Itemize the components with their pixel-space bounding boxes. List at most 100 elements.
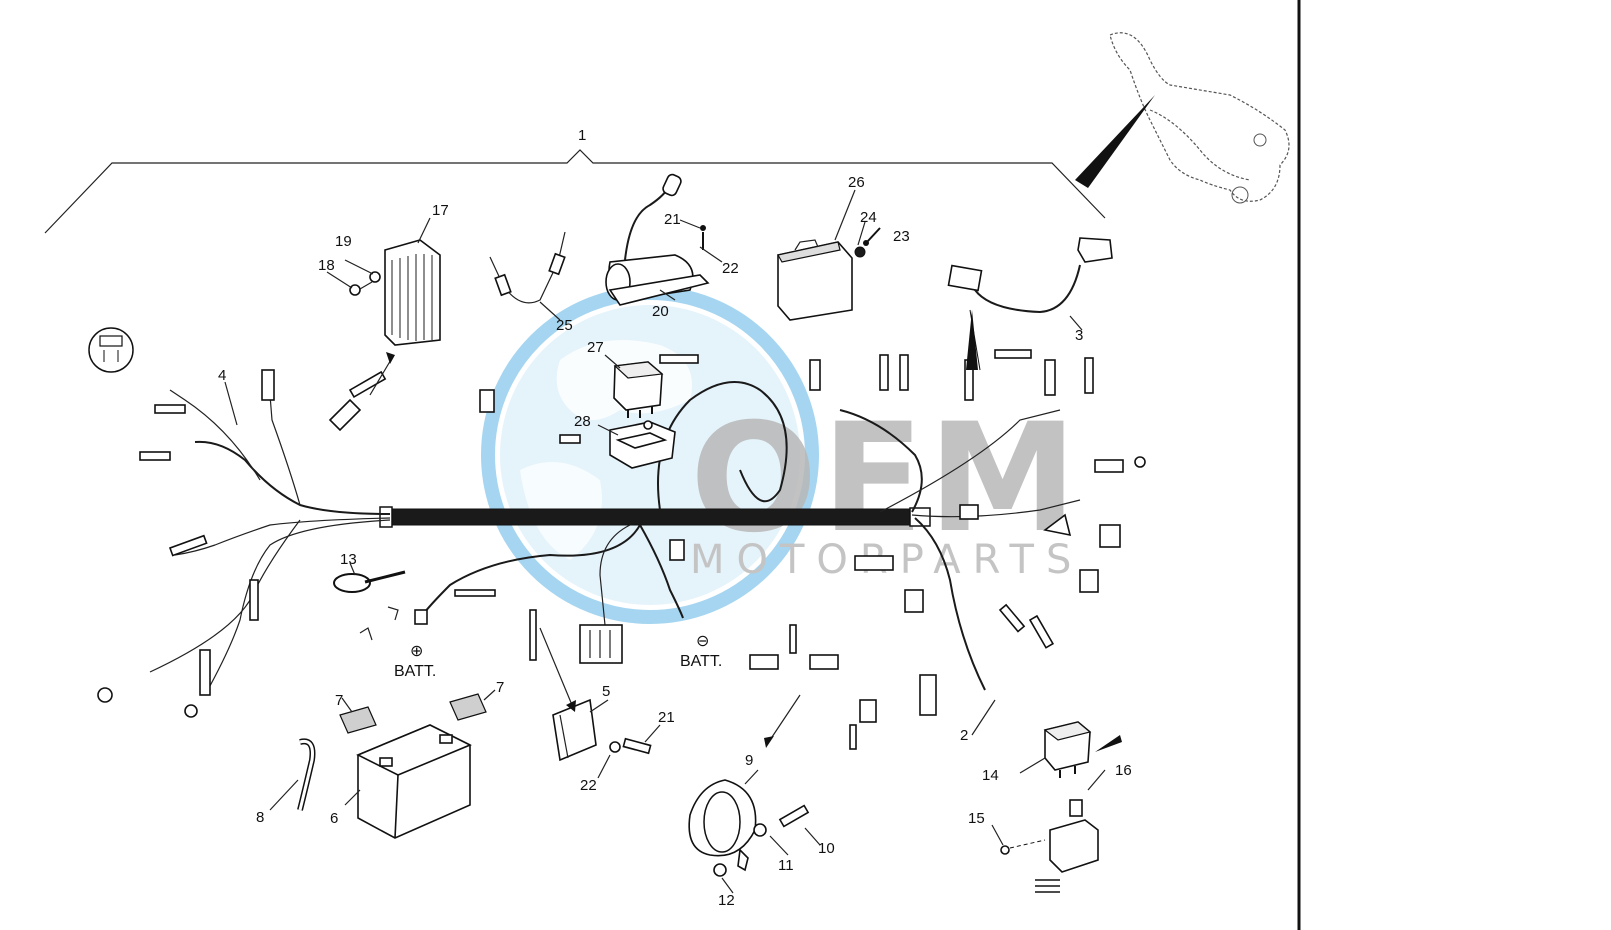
cable-tie-part [333,562,406,593]
branch-battery-neg [639,524,684,619]
horn-part [688,694,821,894]
callout-1: 1 [578,127,586,144]
callout-7a: 7 [335,692,343,709]
connector [959,504,979,520]
callouts: 1 2 3 4 5 6 7 7 8 9 10 11 12 13 14 15 16… [218,127,1132,909]
callout-16: 16 [1115,762,1132,779]
main-harness [149,369,1081,696]
connector [899,354,909,391]
terminal-ring [1134,456,1146,468]
callout-6: 6 [330,810,338,827]
battery-positive-label: BATT. [394,663,436,680]
callout-17: 17 [432,202,449,219]
connector [154,404,186,414]
connector [199,649,211,696]
callout-22b: 22 [580,777,597,794]
callout-20: 20 [652,303,669,320]
connector [904,589,924,613]
terminal-ring [97,687,113,703]
relay-14-part [1019,721,1122,778]
multi-connector [579,624,623,664]
cdi-unit-part [777,189,881,321]
bracket-line [44,149,1106,234]
regulator-part [326,217,441,396]
connector [1079,569,1099,593]
connector [249,579,259,621]
connector [994,349,1032,359]
branch-left-2 [174,517,391,556]
callout-3: 3 [1075,327,1083,344]
branch-left-5 [267,369,301,506]
callout-8: 8 [256,809,264,826]
branch-right-down [914,517,986,691]
battery-pad-right [449,689,496,721]
connector [849,724,857,750]
callout-18: 18 [318,257,335,274]
breather-tube-part [269,738,316,811]
harness-trunk [389,508,916,526]
connector [529,609,537,661]
relay-28-part [597,420,676,469]
connector [454,589,496,597]
callout-5: 5 [602,683,610,700]
callout-27: 27 [587,339,604,356]
callout-21a: 21 [664,211,681,228]
callout-13: 13 [340,551,357,568]
branch-right-up [839,409,923,513]
connector [659,354,699,364]
ignition-coil-part [605,173,723,306]
connector [1099,524,1121,548]
sensor [328,398,362,432]
callout-25: 25 [556,317,573,334]
connector [859,699,877,723]
leader-4 [224,381,238,426]
connector [168,534,208,557]
cover-part [539,627,661,779]
branch-left-1 [194,440,391,515]
callout-4: 4 [218,367,226,384]
branch-left-4 [149,519,301,673]
connector [1028,614,1055,649]
battery-positive-terminal [359,606,399,641]
connector [559,434,581,444]
battery-part [344,724,472,839]
connector [1094,459,1124,473]
callout-19: 19 [335,233,352,250]
connector [919,674,937,716]
harness-end-right [909,507,931,527]
connector [1044,359,1056,396]
callout-22a: 22 [722,260,739,277]
callout-10: 10 [818,840,835,857]
connector [414,609,428,625]
callout-26: 26 [848,174,865,191]
battery-pad-left [339,697,377,734]
branch-right-upper [879,409,1061,513]
connector [348,370,387,399]
ignition-switch-icon [88,327,134,373]
connector [261,369,275,401]
callout-2: 2 [960,727,968,744]
scooter-location-icon [1075,32,1290,204]
callout-15: 15 [968,810,985,827]
connector [749,654,779,670]
callout-23: 23 [893,228,910,245]
spark-plug-leads-part [489,231,566,321]
connector [479,389,495,413]
harness-bracket [44,149,1106,234]
connectors [97,349,1146,750]
lead-connector-part [947,237,1113,371]
connector [1084,357,1094,394]
leader-2 [971,699,996,736]
callout-7b: 7 [496,679,504,696]
relay-27-part [604,354,664,418]
callout-12: 12 [718,892,735,909]
watermark-brand: OEM [690,392,1081,566]
connector [809,359,821,391]
branch-left-6 [169,389,261,481]
connector [879,354,889,391]
connector [139,451,171,461]
callout-28: 28 [574,413,591,430]
callout-11: 11 [778,857,794,874]
battery-positive-symbol: ⊕ [410,643,423,660]
